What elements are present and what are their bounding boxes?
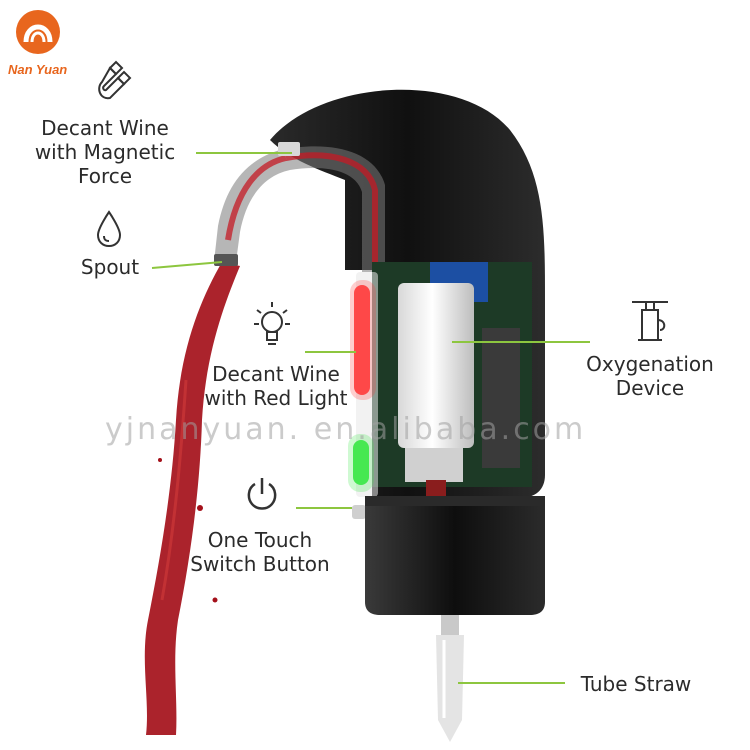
spout-label: Spout bbox=[80, 255, 140, 279]
oxygenation-label-line2: Device bbox=[615, 376, 685, 400]
magnetic-label: Decant Wine with Magnetic Force bbox=[20, 116, 190, 188]
switch-label: One Touch Switch Button bbox=[180, 528, 340, 576]
light-bulb-icon bbox=[254, 302, 290, 345]
red-light-label-line1: Decant Wine bbox=[212, 362, 340, 386]
watermark: yjnanyuan. en.alibaba.com bbox=[105, 412, 587, 447]
red-light-label-line2: with Red Light bbox=[204, 386, 348, 410]
brand-logo-icon bbox=[16, 10, 60, 54]
oxygenation-label-line1: Oxygenation bbox=[586, 352, 714, 376]
oxygenation-label: Oxygenation Device bbox=[572, 352, 728, 400]
magnetic-label-line2: with Magnetic bbox=[34, 140, 176, 164]
magnet-icon bbox=[98, 60, 132, 100]
magnetic-label-line3: Force bbox=[77, 164, 133, 188]
red-light-label: Decant Wine with Red Light bbox=[196, 362, 356, 410]
magnetic-label-line1: Decant Wine bbox=[41, 116, 169, 140]
switch-label-line1: One Touch bbox=[207, 528, 313, 552]
switch-label-line2: Switch Button bbox=[190, 552, 330, 576]
drop-icon bbox=[96, 210, 122, 248]
tube-straw-label: Tube Straw bbox=[580, 672, 692, 696]
power-icon bbox=[247, 478, 277, 510]
brand-name: Nan Yuan bbox=[8, 62, 68, 77]
pump-icon bbox=[632, 301, 668, 341]
